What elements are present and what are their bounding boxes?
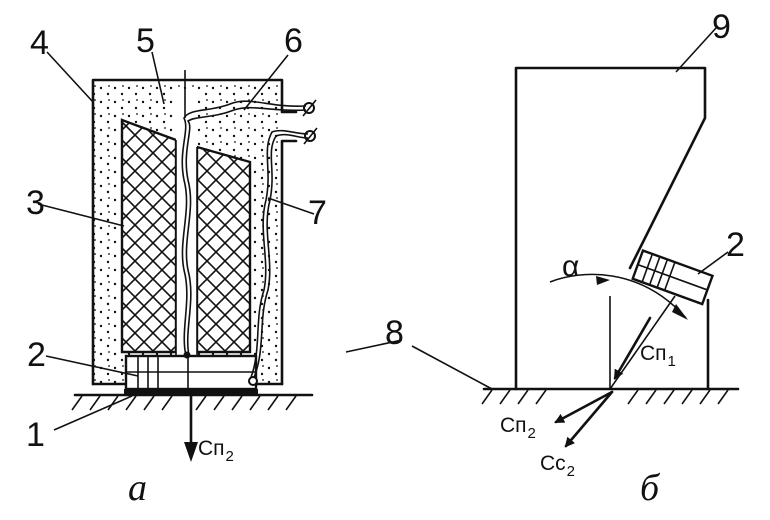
force-label-cc2: Cc2 [540,452,575,480]
ground-surface-b [481,387,740,405]
force-arrow-a [184,393,198,462]
force-label-cp2: Cп2 [500,414,536,442]
figure-a: 1 2 3 4 5 6 7 8 Cп2 а [26,22,404,509]
callout-7: 7 [308,194,327,232]
angle-label: α [562,250,579,283]
callout-leaders-b [411,27,729,390]
sensor-element-b [631,248,715,306]
central-slot [176,90,197,355]
wire-junction-dot [183,351,191,359]
force-label-a: Cп2 [198,437,234,465]
callout-6: 6 [284,22,303,60]
force-label-cp1: Cп1 [640,342,676,370]
callout-8: 8 [385,314,404,352]
callout-3: 3 [26,184,45,222]
callout-5: 5 [136,22,155,60]
signal-wires [181,70,309,381]
crosshatch-block-right-hatch [197,147,250,352]
callout-2: 2 [27,336,46,374]
caption-b: б [640,467,661,509]
callout-9: 9 [712,8,731,46]
body-outline-b [514,66,707,391]
force-arrows-b [554,316,652,448]
callout-4: 4 [30,24,49,62]
wire-terminal-icon [302,99,318,145]
figure-b: α 9 2 Cп1 Cп2 Cc2 б [411,8,745,509]
callout-1: 1 [26,416,45,454]
wire-junction-dot [248,376,258,386]
contact-plate [124,389,258,395]
sensor-element-a [124,354,258,391]
callout-leaders-a [37,51,403,431]
crosshatch-block-left-hatch [122,120,176,352]
caption-a: а [128,467,147,509]
callout-2-b: 2 [726,226,745,264]
angle-arc [549,273,688,320]
